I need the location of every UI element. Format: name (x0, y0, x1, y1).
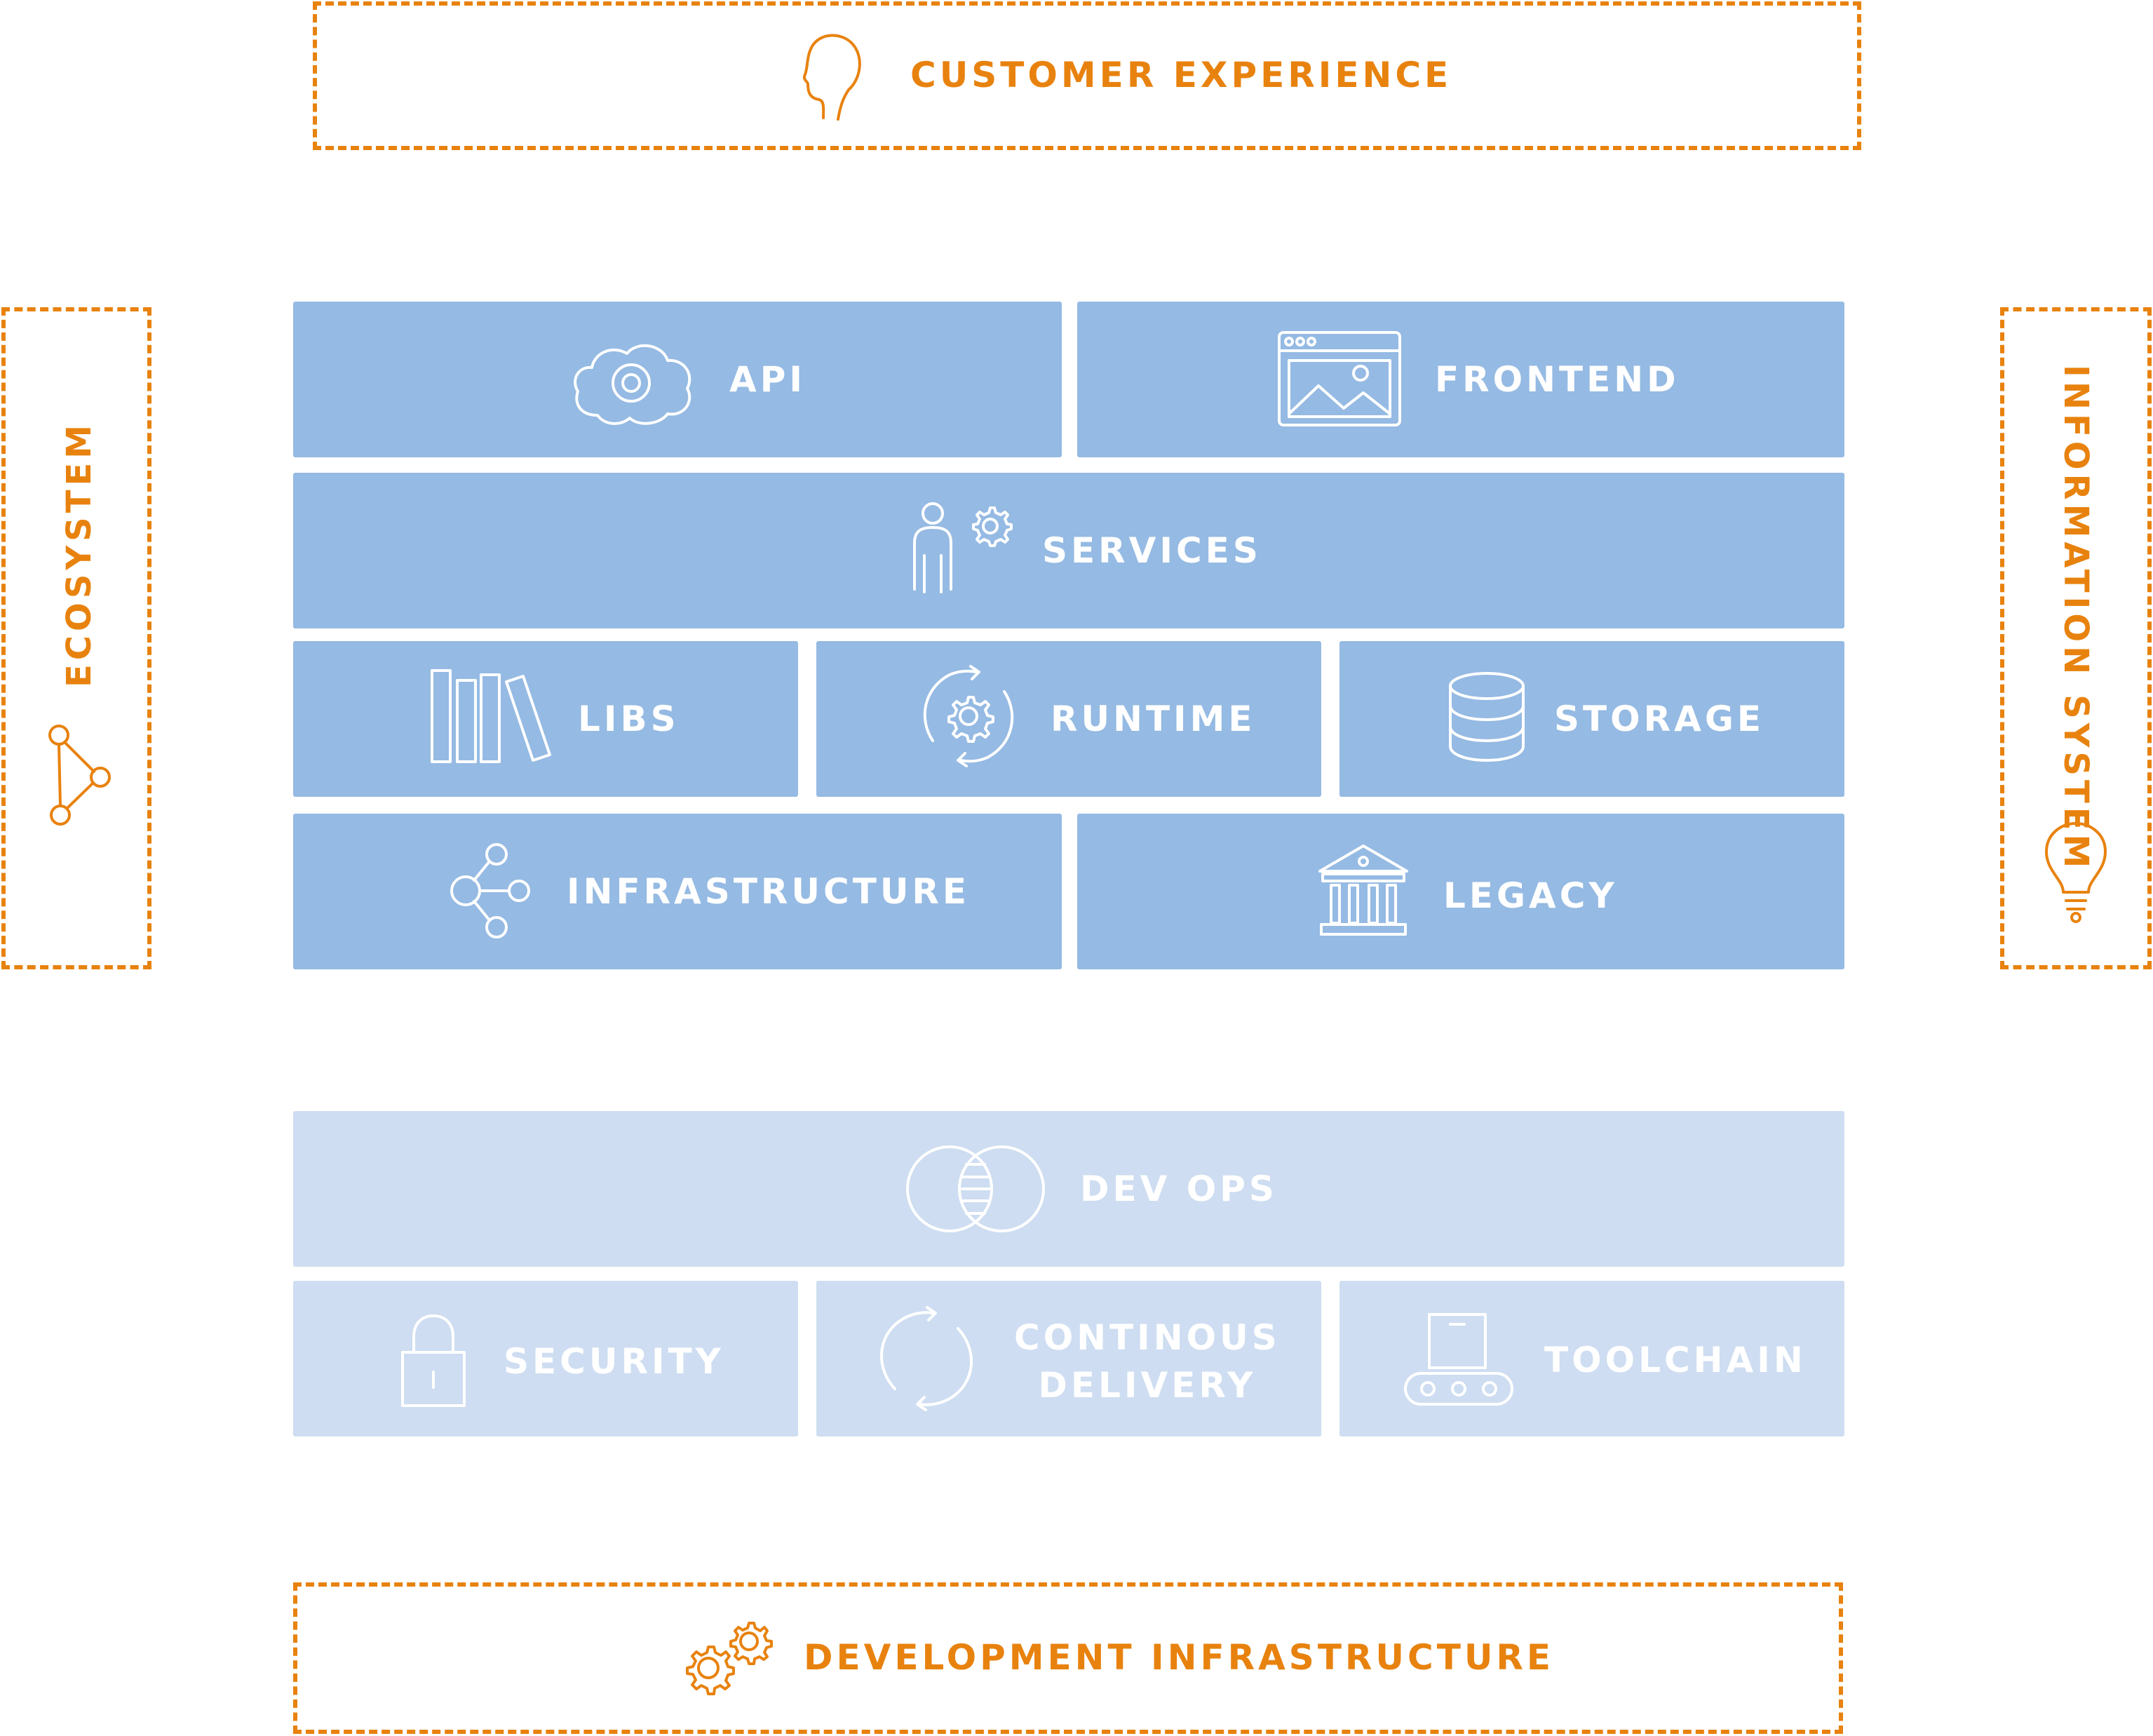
browser-image-icon (1278, 331, 1401, 426)
customer-experience-frame (313, 1, 1861, 150)
legacy-block (1077, 814, 1844, 969)
padlock-icon (401, 1314, 466, 1407)
api-block (293, 302, 1062, 457)
network-triangle-icon (48, 725, 111, 826)
runtime-block (816, 641, 1321, 797)
information-system-frame (2000, 307, 2152, 969)
node-graph-icon (450, 843, 530, 938)
security-block (293, 1281, 798, 1436)
devops-label: DEV OPS (1080, 1169, 1278, 1209)
libs-label: LIBS (578, 699, 680, 739)
database-icon (1449, 672, 1525, 762)
classical-building-icon (1318, 845, 1408, 936)
continuous-delivery-block (816, 1281, 1321, 1436)
continuous-delivery-label: CONTINOUS DELIVERY (1014, 1314, 1281, 1409)
ecosystem-frame (1, 307, 151, 969)
storage-label: STORAGE (1554, 699, 1765, 739)
continuous-delivery-label-line2: DELIVERY (1038, 1364, 1257, 1406)
books-icon (431, 669, 551, 763)
ecosystem-label: ECOSYSTEM (60, 420, 99, 687)
toolchain-block (1339, 1281, 1844, 1436)
development-infrastructure-label: DEVELOPMENT INFRASTRUCTURE (804, 1637, 1555, 1678)
person-gear-icon (913, 502, 1013, 593)
api-label: API (729, 359, 806, 400)
frontend-block (1077, 302, 1844, 457)
toolchain-label: TOOLCHAIN (1544, 1340, 1807, 1380)
infrastructure-label: INFRASTRUCTURE (567, 871, 971, 912)
legacy-label: LEGACY (1443, 875, 1618, 916)
cycle-arrows-icon (880, 1306, 973, 1411)
gear-cycle-icon (923, 665, 1014, 767)
runtime-label: RUNTIME (1051, 699, 1256, 739)
customer-experience-label: CUSTOMER EXPERIENCE (910, 55, 1452, 95)
cloud-gear-icon (574, 344, 691, 425)
head-icon (802, 34, 861, 121)
continuous-delivery-label-line1: CONTINOUS (1014, 1317, 1281, 1358)
storage-block (1339, 641, 1844, 797)
security-label: SECURITY (504, 1341, 724, 1382)
infrastructure-block (293, 814, 1062, 969)
lightbulb-icon (2045, 822, 2107, 923)
libs-block (293, 641, 798, 797)
information-system-label: INFORMATION SYSTEM (2056, 365, 2095, 873)
gears-icon (686, 1622, 773, 1695)
devops-block (293, 1111, 1844, 1267)
venn-overlap-icon (906, 1145, 1045, 1232)
development-infrastructure-frame (293, 1582, 1843, 1734)
frontend-label: FRONTEND (1435, 359, 1680, 400)
services-label: SERVICES (1042, 530, 1262, 571)
conveyor-icon (1404, 1313, 1513, 1406)
services-block (293, 473, 1844, 628)
